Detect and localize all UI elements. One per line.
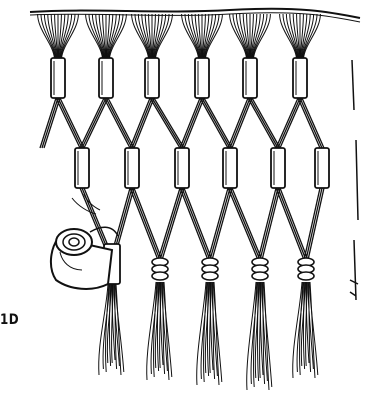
top-tube [145, 58, 159, 98]
wrapped-knot [152, 258, 168, 280]
middle-tube [271, 148, 285, 188]
top-tube [99, 58, 113, 98]
middle-tube [315, 148, 329, 188]
fringe-strands [147, 282, 172, 380]
fringe-strands [293, 282, 318, 378]
fringe-strands [99, 284, 124, 375]
fringe-tuft [38, 14, 79, 58]
middle-tube [223, 148, 237, 188]
figure-label: 1D [0, 313, 19, 327]
middle-tube [125, 148, 139, 188]
wrapped-knot [202, 258, 218, 280]
fringe-tuft [86, 14, 127, 58]
fringe-tuft [182, 14, 223, 58]
fringe-tuft [230, 14, 271, 58]
top-tube [293, 58, 307, 98]
top-tube [195, 58, 209, 98]
wrapped-knot [252, 258, 268, 280]
top-tube [243, 58, 257, 98]
fringe-tuft [280, 14, 321, 58]
wrapped-knot [298, 258, 314, 280]
top-tube [51, 58, 65, 98]
bottom-fringe [99, 282, 318, 390]
right-edge-cords [350, 60, 358, 300]
fringe-strands [197, 282, 222, 385]
wrapped-knots [152, 258, 314, 280]
thread-spool [51, 227, 118, 289]
middle-tube [75, 148, 89, 188]
middle-tube [175, 148, 189, 188]
fringe-strands [247, 282, 272, 390]
top-fringe-tufts [38, 14, 321, 58]
fringe-tuft [132, 14, 173, 58]
